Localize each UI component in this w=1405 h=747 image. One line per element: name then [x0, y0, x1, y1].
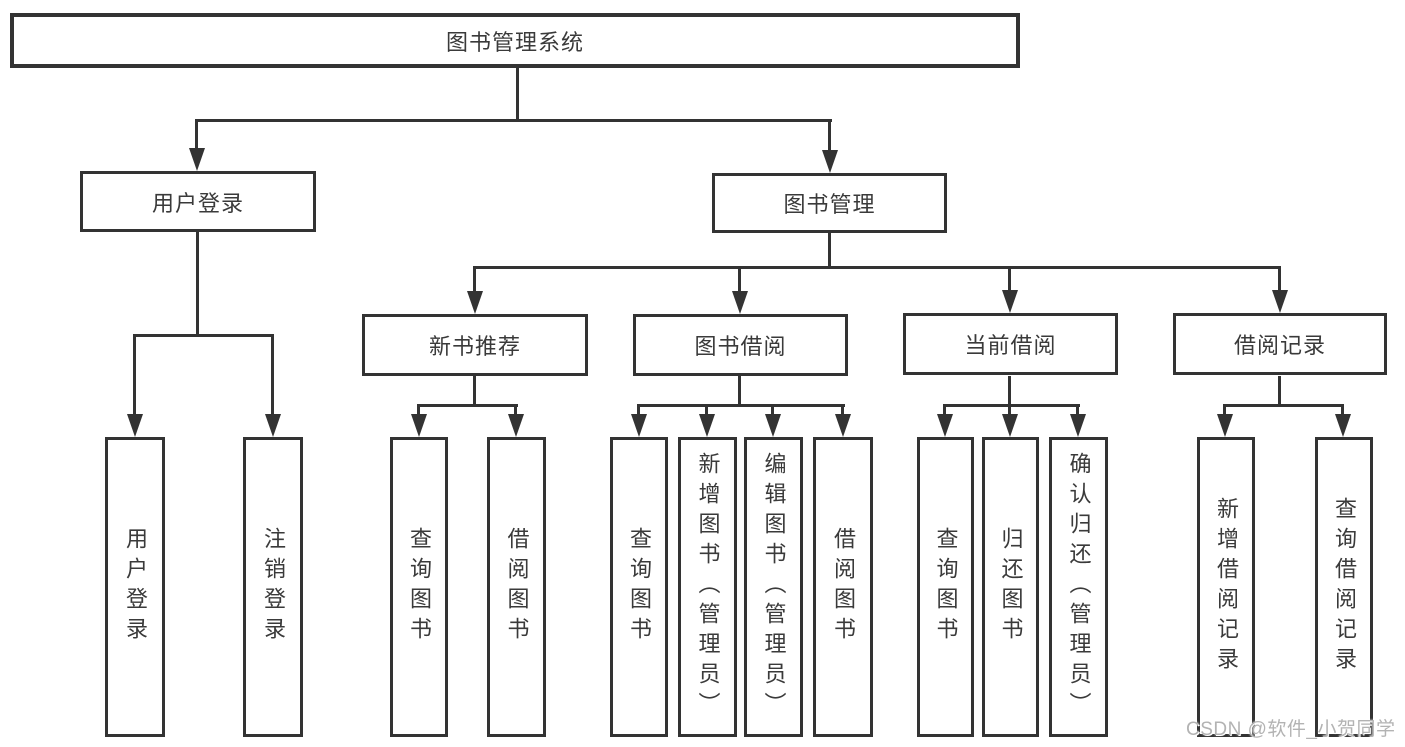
connector-line — [514, 404, 517, 415]
arrow-down-icon — [1335, 414, 1351, 437]
node-label: 图书管理系统 — [445, 29, 584, 55]
arrow-down-icon — [631, 414, 647, 437]
arrow-down-icon — [765, 414, 781, 437]
node-book-management: 图书管理 — [712, 173, 947, 233]
node-label: 借阅记录 — [1233, 333, 1326, 358]
arrow-down-icon — [127, 414, 143, 437]
connector-line — [637, 404, 640, 415]
connector-line — [637, 404, 845, 407]
arrow-down-icon — [699, 414, 715, 437]
leaf-newbook-borrow: 借阅图书 — [487, 437, 546, 737]
node-label: 借阅图书 — [831, 527, 856, 647]
connector-line — [133, 334, 274, 337]
connector-line — [133, 334, 136, 415]
arrow-down-icon — [835, 414, 851, 437]
node-label: 用户登录 — [151, 190, 244, 216]
connector-line — [828, 233, 831, 269]
leaf-newbook-query: 查询图书 — [390, 437, 448, 737]
arrow-down-icon — [189, 148, 205, 171]
node-new-book-recommend: 新书推荐 — [362, 314, 588, 376]
connector-line — [516, 68, 519, 121]
arrow-down-icon — [1272, 290, 1288, 313]
arrow-down-icon — [508, 414, 524, 437]
node-label: 借阅图书 — [504, 527, 530, 647]
node-book-borrow: 图书借阅 — [633, 314, 848, 376]
arrow-down-icon — [937, 414, 953, 437]
connector-line — [473, 266, 1281, 269]
connector-line — [196, 232, 199, 337]
node-label: 当前借阅 — [964, 333, 1057, 358]
connector-line — [1076, 404, 1079, 415]
leaf-borrow-edit-admin: 编辑图书（管理员） — [744, 437, 803, 737]
arrow-down-icon — [265, 414, 281, 437]
node-label: 注销登录 — [261, 527, 286, 647]
arrow-down-icon — [1217, 414, 1233, 437]
connector-line — [1223, 404, 1344, 407]
arrow-down-icon — [1070, 414, 1086, 437]
leaf-current-return: 归还图书 — [982, 437, 1039, 737]
node-root: 图书管理系统 — [10, 13, 1020, 68]
node-label: 新增图书（管理员） — [695, 452, 721, 722]
arrow-down-icon — [1002, 414, 1018, 437]
node-label: 查询图书 — [627, 527, 652, 647]
connector-line — [473, 376, 476, 407]
node-label: 图书借阅 — [694, 334, 787, 359]
arrow-down-icon — [732, 291, 748, 314]
node-label: 图书管理 — [783, 192, 876, 217]
connector-line — [738, 266, 741, 292]
connector-line — [417, 404, 420, 415]
node-label: 新增借阅记录 — [1214, 497, 1239, 677]
connector-line — [771, 404, 774, 415]
connector-line — [1341, 404, 1344, 415]
node-label: 确认归还（管理员） — [1066, 452, 1092, 722]
node-borrow-record: 借阅记录 — [1173, 313, 1387, 375]
node-label: 新书推荐 — [428, 334, 521, 359]
node-user-login: 用户登录 — [80, 171, 316, 232]
connector-line — [1278, 266, 1281, 292]
node-label: 编辑图书（管理员） — [761, 452, 787, 722]
connector-line — [195, 119, 198, 150]
leaf-current-confirm-admin: 确认归还（管理员） — [1049, 437, 1108, 737]
leaf-logout: 注销登录 — [243, 437, 303, 737]
leaf-borrow-query: 查询图书 — [610, 437, 668, 737]
leaf-borrow-book: 借阅图书 — [813, 437, 873, 737]
node-label: 查询借阅记录 — [1332, 497, 1357, 677]
connector-line — [417, 404, 518, 407]
csdn-watermark: CSDN @软件_小贺同学 — [1186, 719, 1396, 740]
connector-line — [828, 119, 831, 151]
connector-line — [943, 404, 946, 415]
node-label: 查询图书 — [407, 527, 432, 647]
node-current-borrow: 当前借阅 — [903, 313, 1118, 375]
arrow-down-icon — [411, 414, 427, 437]
connector-line — [1278, 376, 1281, 407]
node-label: 查询图书 — [933, 527, 959, 647]
arrow-down-icon — [822, 150, 838, 173]
leaf-current-query: 查询图书 — [917, 437, 974, 737]
connector-line — [1008, 376, 1011, 407]
connector-line — [1223, 404, 1226, 415]
connector-line — [841, 404, 844, 415]
connector-line — [705, 404, 708, 415]
connector-line — [271, 334, 274, 415]
connector-line — [1008, 404, 1011, 415]
connector-line — [473, 266, 476, 292]
arrow-down-icon — [1002, 290, 1018, 313]
leaf-borrow-add-admin: 新增图书（管理员） — [678, 437, 737, 737]
arrow-down-icon — [467, 291, 483, 314]
leaf-record-add: 新增借阅记录 — [1197, 437, 1255, 737]
connector-line — [943, 404, 1080, 407]
leaf-record-query: 查询借阅记录 — [1315, 437, 1373, 737]
connector-line — [738, 376, 741, 407]
node-label: 归还图书 — [998, 527, 1024, 647]
connector-line — [195, 119, 832, 122]
connector-line — [1008, 266, 1011, 292]
node-label: 用户登录 — [123, 527, 148, 647]
leaf-user-login: 用户登录 — [105, 437, 165, 737]
